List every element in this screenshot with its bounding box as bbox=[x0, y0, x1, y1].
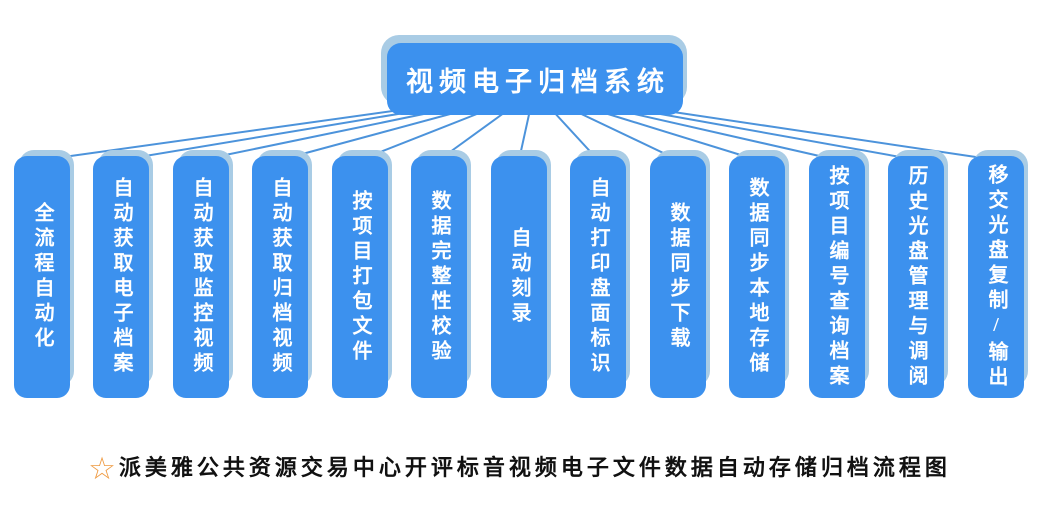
pillar-auto-burn: 自动刻录 bbox=[491, 150, 551, 398]
connector-line bbox=[120, 109, 423, 161]
pillar-data-sync-download: 数据同步下载 bbox=[650, 150, 710, 398]
pillar-label: 自动打印盘面标识 bbox=[587, 177, 609, 377]
pillar-label: 按项目编号查询档案 bbox=[826, 164, 848, 390]
pillar-label: 自动获取监控视频 bbox=[190, 177, 212, 377]
star-icon: ☆ bbox=[88, 451, 116, 487]
pillar-pack-files-by-project: 按项目打包文件 bbox=[332, 150, 392, 398]
pillar-auto-fetch-surveillance-video: 自动获取监控视频 bbox=[173, 150, 233, 398]
pillar-full-process-automation: 全流程自动化 bbox=[14, 150, 74, 398]
pillar-auto-fetch-e-archives: 自动获取电子档案 bbox=[93, 150, 153, 398]
pillar-label: 数据同步本地存储 bbox=[746, 177, 768, 377]
connector-line bbox=[637, 109, 918, 161]
pillar-label: 自动刻录 bbox=[508, 227, 530, 327]
pillar-history-disc-management: 历史光盘管理与调阅 bbox=[888, 150, 948, 398]
connector-line bbox=[200, 109, 444, 161]
caption-text: 派美雅公共资源交易中心开评标音视频电子文件数据自动存储归档流程图 bbox=[118, 455, 951, 480]
pillar-label: 自动获取归档视频 bbox=[269, 177, 291, 377]
root-node-face: 视频电子归档系统 bbox=[387, 43, 683, 115]
pillar-label: 数据完整性校验 bbox=[428, 189, 450, 365]
pillar-auto-fetch-archive-video: 自动获取归档视频 bbox=[252, 150, 312, 398]
pillar-label: 历史光盘管理与调阅 bbox=[905, 164, 927, 390]
connector-line bbox=[594, 109, 758, 161]
pillar-auto-print-disc-label: 自动打印盘面标识 bbox=[570, 150, 630, 398]
pillar-label: 全流程自动化 bbox=[31, 202, 53, 352]
pillar-query-archives-by-project-no: 按项目编号查询档案 bbox=[809, 150, 869, 398]
pillar-transfer-disc-copy-output: 移交光盘复制/输出 bbox=[968, 150, 1028, 398]
pillar-label: 数据同步下载 bbox=[667, 202, 689, 352]
pillar-label: 移交光盘复制/输出 bbox=[985, 163, 1007, 391]
connector-line bbox=[41, 109, 401, 161]
pillar-label: 自动获取电子档案 bbox=[110, 177, 132, 377]
pillar-data-integrity-check: 数据完整性校验 bbox=[411, 150, 471, 398]
connector-line bbox=[616, 109, 838, 161]
pillar-label: 按项目打包文件 bbox=[349, 189, 371, 365]
connector-line bbox=[279, 109, 466, 161]
root-node: 视频电子归档系统 bbox=[381, 35, 687, 115]
root-node-title: 视频电子归档系统 bbox=[406, 66, 670, 97]
caption: ☆派美雅公共资源交易中心开评标音视频电子文件数据自动存储归档流程图 bbox=[0, 450, 1039, 487]
pillar-data-sync-local-storage: 数据同步本地存储 bbox=[729, 150, 789, 398]
